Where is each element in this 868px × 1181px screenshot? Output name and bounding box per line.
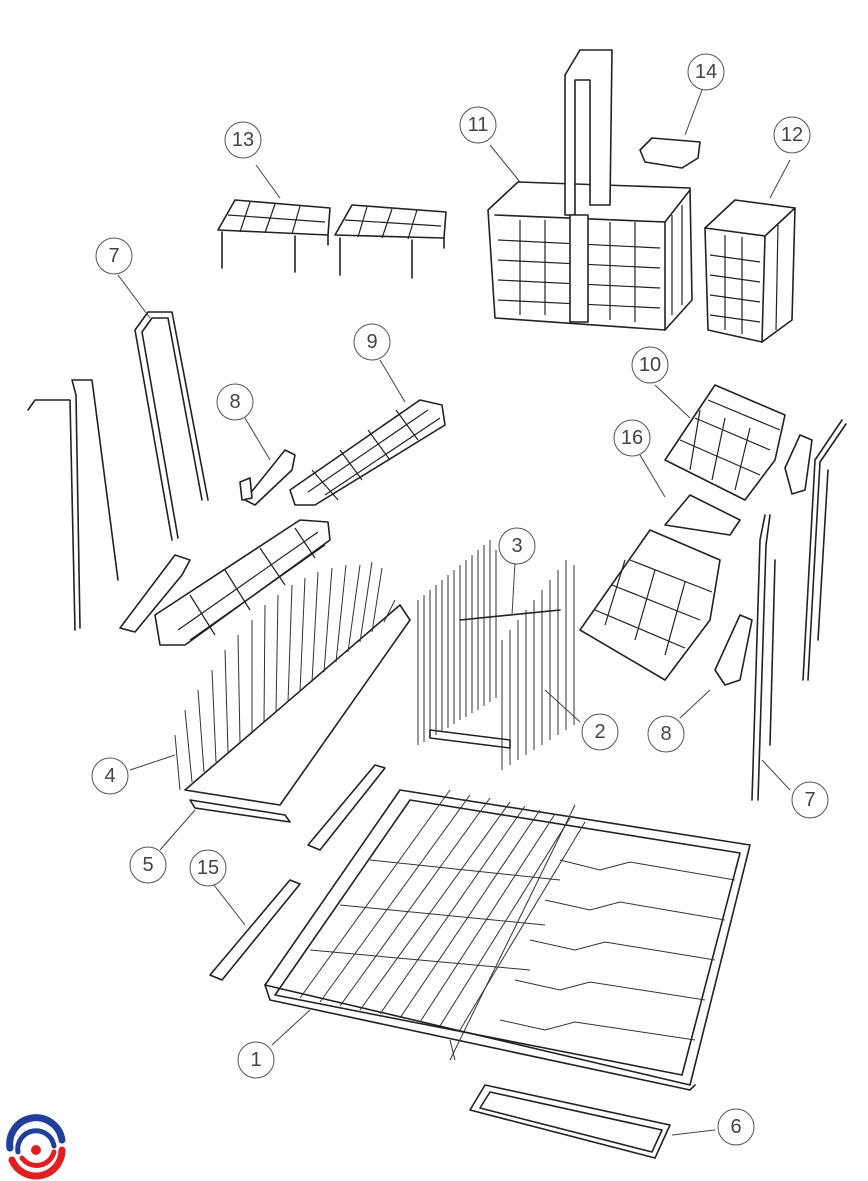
callout-12: 12 bbox=[773, 116, 811, 154]
callout-13: 13 bbox=[224, 121, 262, 159]
callout-4: 4 bbox=[91, 757, 129, 795]
leader-lines bbox=[117, 89, 791, 1136]
svg-text:11: 11 bbox=[468, 114, 489, 136]
callout-7-right: 7 bbox=[791, 781, 829, 819]
part-6-tray bbox=[469, 1084, 671, 1159]
callout-5: 5 bbox=[129, 846, 167, 884]
svg-text:9: 9 bbox=[366, 331, 377, 353]
svg-text:15: 15 bbox=[197, 857, 219, 879]
callout-3: 3 bbox=[498, 527, 536, 565]
svg-text:8: 8 bbox=[229, 391, 240, 413]
part-11-cutlery-basket bbox=[487, 49, 693, 331]
svg-text:4: 4 bbox=[104, 765, 115, 787]
svg-text:16: 16 bbox=[621, 427, 643, 449]
callout-16: 16 bbox=[613, 419, 651, 457]
part-12-small-basket bbox=[704, 199, 796, 343]
brand-swirl-logo-icon bbox=[6, 1114, 66, 1180]
svg-text:14: 14 bbox=[695, 61, 717, 83]
part-14-small-cup bbox=[639, 137, 701, 169]
part-13-small-racks bbox=[217, 199, 447, 279]
callout-8-left: 8 bbox=[216, 383, 254, 421]
part-15-side-rails bbox=[209, 764, 386, 981]
part-7-wire-rails bbox=[27, 311, 847, 801]
part-2-3-tine-racks bbox=[417, 540, 575, 770]
callout-7-left: 7 bbox=[95, 237, 133, 275]
callout-2: 2 bbox=[581, 713, 619, 751]
svg-text:7: 7 bbox=[108, 245, 119, 267]
part-9-upper-grid-tray bbox=[119, 399, 446, 646]
svg-text:3: 3 bbox=[511, 535, 522, 557]
part-8-clips bbox=[239, 434, 813, 686]
svg-text:7: 7 bbox=[804, 789, 815, 811]
callout-15: 15 bbox=[189, 849, 227, 887]
callout-8-right: 8 bbox=[647, 715, 685, 753]
svg-text:12: 12 bbox=[781, 124, 803, 146]
svg-text:5: 5 bbox=[142, 854, 153, 876]
callout-1: 1 bbox=[237, 1041, 275, 1079]
part-1-lower-basket bbox=[264, 789, 751, 1091]
callout-9: 9 bbox=[353, 323, 391, 361]
svg-text:2: 2 bbox=[594, 721, 605, 743]
svg-text:1: 1 bbox=[250, 1049, 261, 1071]
callout-14: 14 bbox=[687, 53, 725, 91]
callout-10: 10 bbox=[631, 346, 669, 384]
svg-text:6: 6 bbox=[730, 1116, 741, 1138]
part-10-right-trays bbox=[579, 384, 786, 681]
svg-text:13: 13 bbox=[232, 129, 254, 151]
part-4-5-plate-rack bbox=[174, 561, 411, 823]
callout-6: 6 bbox=[717, 1108, 755, 1146]
part-16-comb bbox=[664, 494, 741, 536]
svg-text:10: 10 bbox=[639, 354, 661, 376]
callout-11: 11 bbox=[459, 106, 497, 144]
svg-text:8: 8 bbox=[660, 723, 671, 745]
